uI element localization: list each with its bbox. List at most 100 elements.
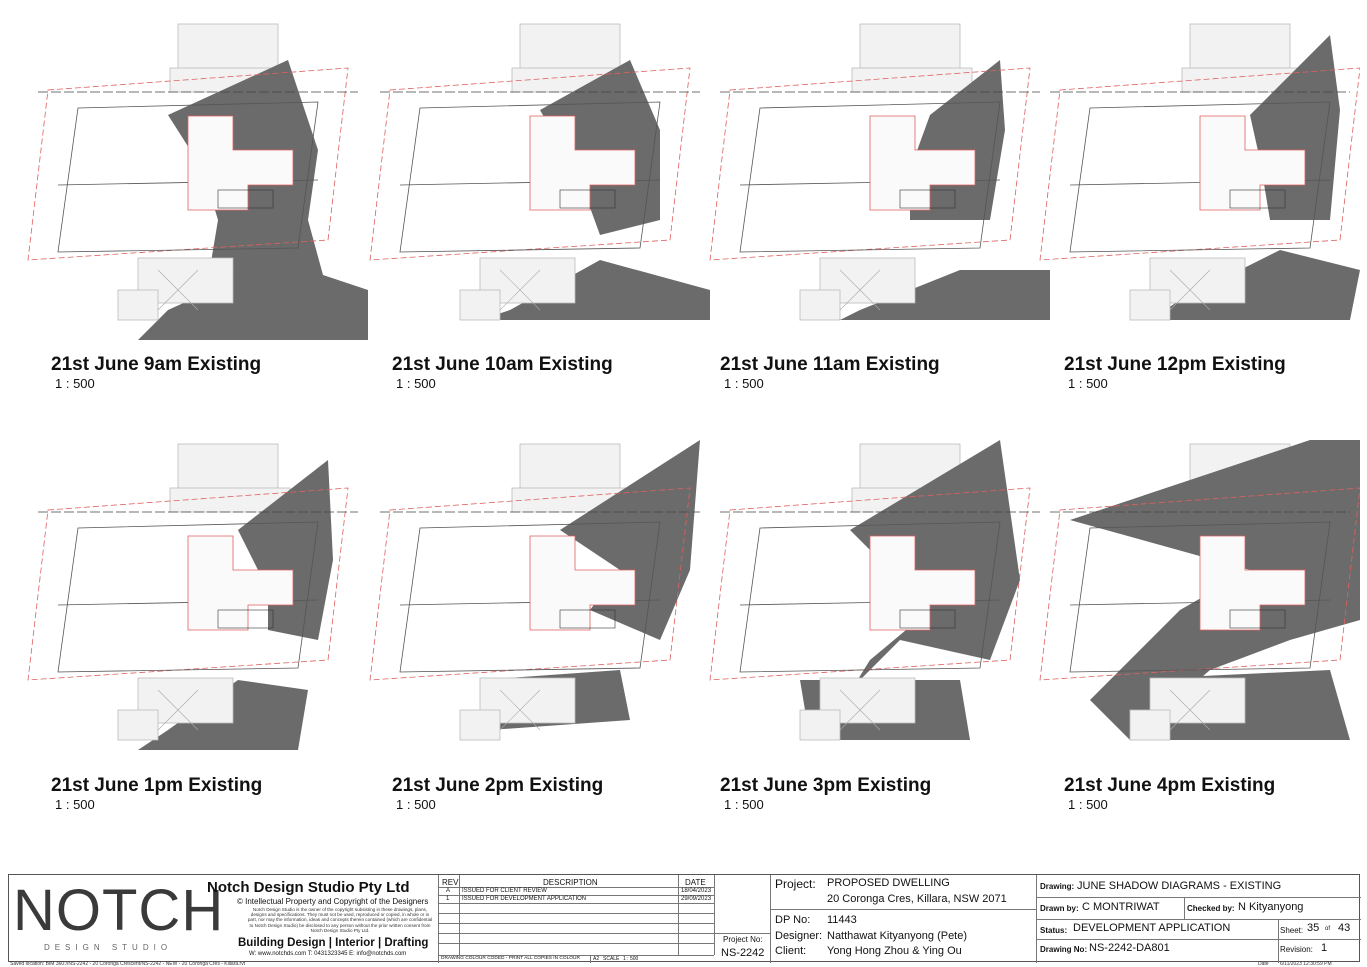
deck-outline — [899, 189, 956, 209]
sheet-label: Sheet: — [1280, 926, 1304, 935]
lot-outline — [57, 521, 319, 673]
contact-details: W: www.notchds.com T: 0431323345 E: info… — [249, 951, 407, 957]
client-label: Client: — [775, 945, 807, 957]
title-block: NOTCH DESIGN STUDIO Notch Design Studio … — [8, 874, 1361, 963]
status: DEVELOPMENT APPLICATION — [1073, 922, 1231, 934]
rev-row-1-rev: A — [446, 888, 451, 894]
deck-outline — [1229, 609, 1286, 629]
neighbour-building-north — [177, 443, 279, 491]
deck-outline — [217, 609, 274, 629]
sheet-of: of — [1325, 926, 1331, 932]
diagram-title: 21st June 1pm Existing — [51, 775, 263, 796]
shadow-diagram-2pm: 21st June 2pm Existing 1 : 500 — [360, 440, 700, 840]
lot-outline — [399, 521, 661, 673]
house-footprint — [1199, 535, 1306, 631]
lot-outline — [739, 101, 1001, 253]
diagram-scale: 1 : 500 — [396, 797, 436, 812]
checked-by-label: Checked by: — [1187, 904, 1235, 913]
roof-ridge — [499, 269, 541, 311]
shadow-area — [238, 460, 333, 640]
colour-note: DRAWING COLOUR CODED - PRINT ALL COPIES … — [441, 956, 580, 961]
scale-value: 1 : 500 — [623, 956, 639, 962]
site-plan-drawing — [27, 23, 368, 340]
house-footprint — [187, 535, 294, 631]
rev-row-1-date: 18/04/2023 — [681, 888, 712, 894]
shadow-diagram-10am: 21st June 10am Existing 1 : 500 — [360, 20, 710, 420]
site-boundary — [1039, 67, 1360, 261]
diagram-title: 21st June 11am Existing — [720, 354, 940, 375]
logo-text: NOTCH — [13, 878, 225, 943]
diagram-title: 21st June 10am Existing — [392, 354, 613, 375]
neighbour-building-north — [1189, 23, 1291, 71]
house-footprint — [869, 115, 976, 211]
roof-ridge — [157, 689, 199, 731]
drawn-by-label: Drawn by: — [1040, 904, 1079, 913]
neighbour-building-south-wing — [1129, 709, 1171, 741]
neighbour-building-north — [519, 443, 621, 491]
site-plan-drawing — [709, 23, 1050, 321]
lot-outline — [1069, 101, 1331, 253]
shadow-diagram-9am: 21st June 9am Existing 1 : 500 — [18, 20, 368, 420]
dp-number: 11443 — [827, 914, 857, 926]
deck-outline — [559, 609, 616, 629]
diagram-scale: 1 : 500 — [396, 376, 436, 391]
roof-ridge — [1169, 689, 1211, 731]
drawing-label: Drawing: — [1040, 882, 1075, 891]
deck-outline — [559, 189, 616, 209]
site-boundary — [27, 67, 349, 261]
diagram-scale: 1 : 500 — [55, 376, 95, 391]
project-no: NS-2242 — [721, 947, 765, 959]
notch-logo: NOTCH DESIGN STUDIO — [13, 878, 225, 955]
rev-row-1-desc: ISSUED FOR CLIENT REVIEW — [462, 888, 547, 894]
project-name: PROPOSED DWELLING — [827, 877, 950, 889]
lot-outline — [399, 101, 661, 253]
diagram-scale: 1 : 500 — [1068, 797, 1108, 812]
copyright-notice: © Intellectual Property and Copyright of… — [237, 897, 429, 906]
site-boundary — [369, 487, 691, 681]
site-plan-drawing — [369, 440, 700, 741]
rev-row-2-date: 29/09/2023 — [681, 896, 712, 902]
project-no-label: Project No: — [723, 935, 763, 944]
status-label: Status: — [1040, 926, 1068, 935]
date-header: DATE — [685, 878, 706, 887]
saved-location: Saved location: BIM 360://NS-2242 - 20 C… — [10, 961, 246, 967]
site-plan-drawing — [1039, 23, 1360, 321]
shadow-area — [840, 270, 1050, 320]
sheet-total: 43 — [1338, 922, 1351, 934]
diagram-scale: 1 : 500 — [1068, 376, 1108, 391]
desc-header: DESCRIPTION — [543, 878, 598, 887]
house-footprint — [187, 115, 294, 211]
shadow-area — [540, 60, 660, 235]
designer-label: Designer: — [775, 930, 823, 942]
diagram-scale: 1 : 500 — [724, 376, 764, 391]
neighbour-building-south-wing — [799, 709, 841, 741]
drawing-no-label: Drawing No: — [1040, 945, 1088, 954]
house-footprint — [869, 535, 976, 631]
roof-ridge — [839, 269, 881, 311]
house-footprint — [529, 115, 636, 211]
deck-outline — [217, 189, 274, 209]
neighbour-building-south-wing — [459, 709, 501, 741]
site-plan-drawing — [369, 23, 710, 321]
roof-ridge — [499, 689, 541, 731]
paper-size: A2 — [593, 956, 600, 962]
roof-ridge — [839, 689, 881, 731]
diagram-title: 21st June 12pm Existing — [1064, 354, 1286, 375]
shadow-diagram-12pm: 21st June 12pm Existing 1 : 500 — [1030, 20, 1360, 420]
shadow-area — [480, 260, 710, 320]
shadow-diagram-4pm: 21st June 4pm Existing 1 : 500 — [1030, 440, 1360, 840]
shadow-diagram-1pm: 21st June 1pm Existing 1 : 500 — [18, 440, 358, 840]
shadow-diagram-11am: 21st June 11am Existing 1 : 500 — [700, 20, 1050, 420]
dp-label: DP No: — [775, 914, 811, 926]
roof-ridge — [1169, 269, 1211, 311]
neighbour-building-south-wing — [117, 709, 159, 741]
neighbour-building-south-wing — [117, 289, 159, 321]
shadow-area — [138, 260, 368, 340]
house-footprint — [529, 535, 636, 631]
diagram-title: 21st June 9am Existing — [51, 354, 262, 375]
deck-outline — [899, 609, 956, 629]
neighbour-building-north — [859, 23, 961, 71]
checked-by: N Kityanyong — [1238, 901, 1304, 913]
house-footprint — [1199, 115, 1306, 211]
diagram-title: 21st June 3pm Existing — [720, 775, 932, 796]
